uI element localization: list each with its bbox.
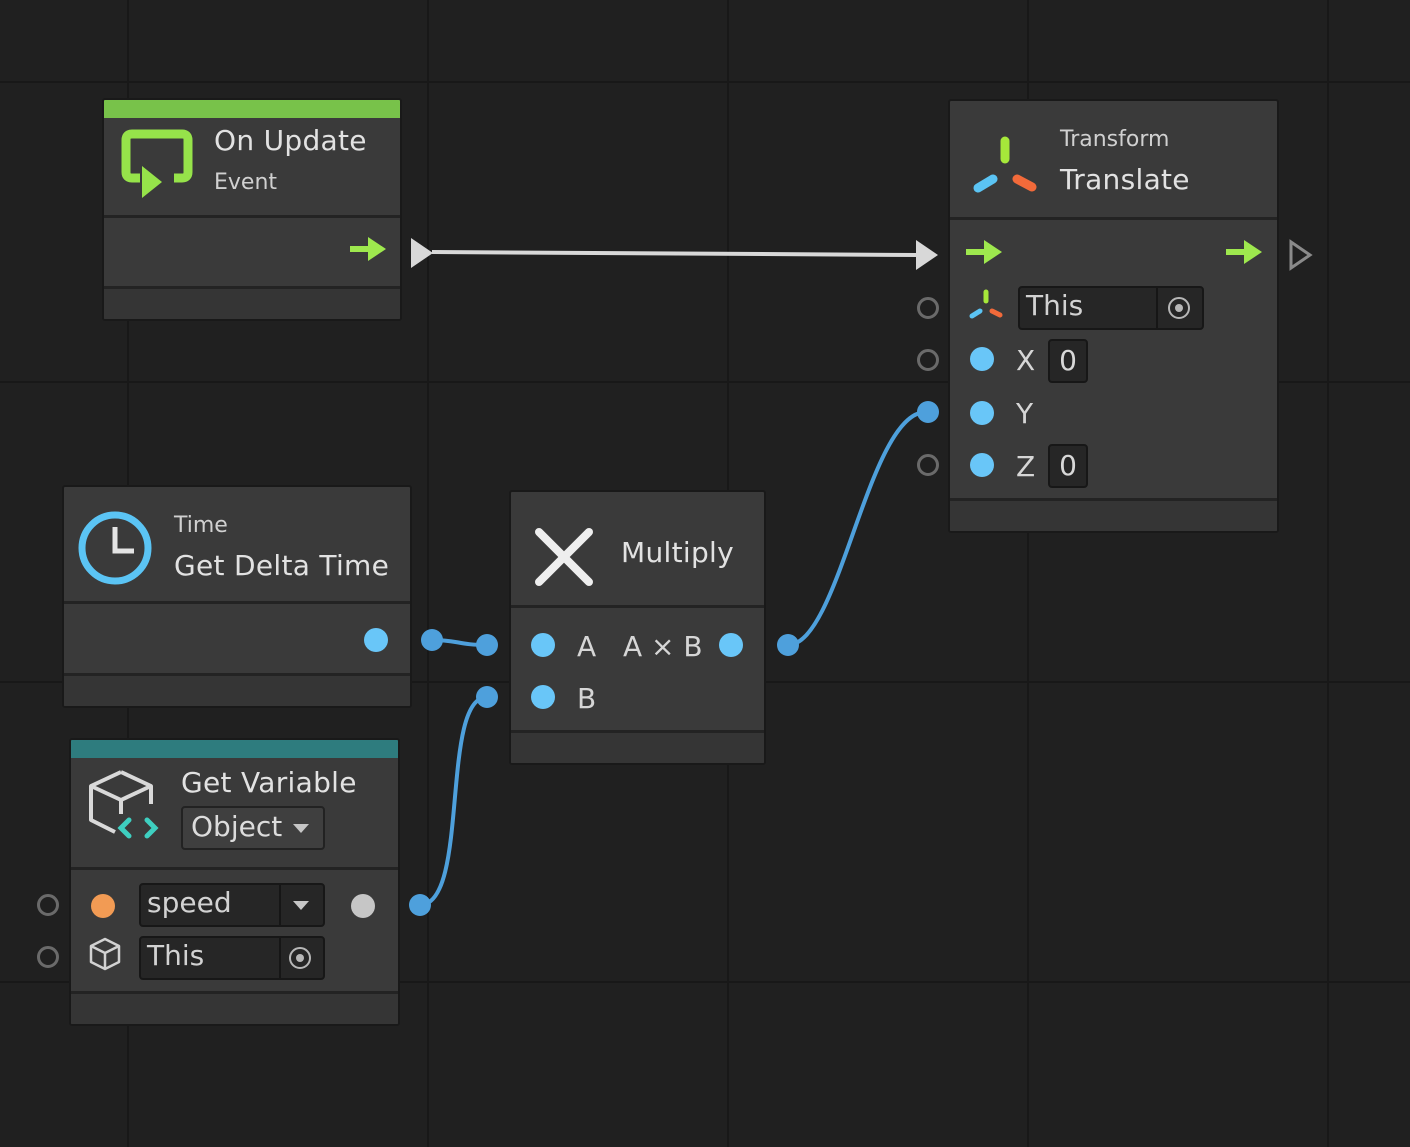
unconnected-port-name[interactable]: [37, 894, 59, 916]
flow-in-port-translate: [916, 240, 938, 270]
node-title: Translate: [1060, 163, 1190, 196]
wire-endpoint[interactable]: [409, 894, 431, 916]
wire-endpoint[interactable]: [421, 629, 443, 651]
multiply-node[interactable]: Multiply A A × B B: [509, 490, 766, 765]
unconnected-port-target[interactable]: [37, 946, 59, 968]
variable-kind-dropdown[interactable]: Object: [181, 806, 325, 850]
loop-arrow-icon: [121, 129, 193, 198]
wire-endpoint[interactable]: [777, 634, 799, 656]
x-cross-icon: [535, 528, 593, 586]
get-delta-time-node[interactable]: Time Get Delta Time: [62, 485, 412, 708]
node-title: Get Variable: [181, 766, 357, 799]
variable-name-value: speed: [147, 886, 232, 919]
x-input-port[interactable]: [970, 347, 994, 371]
field-separator: [279, 885, 281, 925]
node-title: Get Delta Time: [174, 549, 390, 582]
transform-axes-icon: [973, 136, 1037, 193]
delta-time-output-port[interactable]: [364, 628, 388, 652]
variable-name-port[interactable]: [91, 894, 115, 918]
y-label: Y: [1016, 397, 1034, 430]
variable-target-value: This: [147, 939, 205, 972]
get-variable-node[interactable]: Get Variable Object speed This: [69, 738, 400, 1026]
product-label: A × B: [623, 630, 703, 663]
node-header: [950, 101, 1277, 220]
target-object-value: This: [1026, 289, 1084, 322]
x-value-field[interactable]: 0: [1048, 339, 1088, 383]
variable-name-field[interactable]: speed: [139, 883, 325, 927]
chevron-down-icon: [293, 824, 309, 833]
node-category: Transform: [1060, 127, 1170, 152]
variable-value-output-port[interactable]: [351, 894, 375, 918]
object-picker-icon[interactable]: [289, 947, 311, 969]
node-header: [64, 487, 410, 604]
variable-kind-value: Object: [191, 810, 283, 843]
node-header: [511, 492, 764, 608]
wire-endpoint[interactable]: [476, 686, 498, 708]
cube-icon: [89, 937, 121, 971]
variable-target-field[interactable]: This: [139, 936, 325, 980]
wire-product-to-y: [787, 410, 927, 647]
node-title: Multiply: [621, 536, 734, 569]
node-footer: [71, 991, 398, 1024]
flow-arrow-icon: [350, 237, 386, 261]
node-footer: [64, 673, 410, 706]
node-subtitle: Event: [214, 170, 278, 195]
clock-icon: [78, 511, 152, 585]
object-picker-icon[interactable]: [1168, 297, 1190, 319]
node-footer: [511, 730, 764, 763]
flow-in-arrow-icon: [966, 240, 1002, 264]
node-header: [71, 758, 398, 870]
flow-out-port-translate: [1289, 239, 1313, 271]
field-separator: [1156, 288, 1158, 328]
b-input-port[interactable]: [531, 685, 555, 709]
flow-out-arrow-icon: [1226, 240, 1262, 264]
node-footer: [950, 498, 1277, 531]
y-input-port[interactable]: [970, 401, 994, 425]
node-header: [104, 118, 400, 218]
z-value-field[interactable]: 0: [1048, 444, 1088, 488]
variable-color-strip: [71, 740, 398, 758]
a-label: A: [577, 630, 597, 663]
wire-endpoint[interactable]: [476, 634, 498, 656]
node-footer: [104, 286, 400, 319]
z-label: Z: [1016, 450, 1036, 483]
node-category: Time: [174, 513, 228, 538]
z-input-port[interactable]: [970, 453, 994, 477]
chevron-down-icon[interactable]: [293, 901, 309, 910]
node-title: On Update: [214, 124, 367, 157]
a-input-port[interactable]: [531, 633, 555, 657]
event-color-strip: [104, 100, 400, 118]
product-output-port[interactable]: [719, 633, 743, 657]
cube-variable-icon: [89, 770, 159, 839]
flow-out-port-update: [411, 238, 433, 268]
target-object-field[interactable]: This: [1018, 286, 1204, 330]
on-update-node[interactable]: On Update Event: [102, 98, 402, 321]
field-separator: [279, 938, 281, 978]
unconnected-port-target[interactable]: [917, 297, 939, 319]
x-label: X: [1016, 344, 1036, 377]
flow-wire-update-to-translate: [431, 250, 917, 257]
b-label: B: [577, 682, 597, 715]
translate-node[interactable]: Transform Translate This X 0 Y Z 0: [948, 99, 1279, 533]
unconnected-port-x[interactable]: [917, 349, 939, 371]
transform-small-icon: [969, 289, 1003, 319]
unconnected-port-z[interactable]: [917, 454, 939, 476]
wire-endpoint[interactable]: [917, 401, 939, 423]
wire-variable-to-b: [419, 695, 488, 907]
